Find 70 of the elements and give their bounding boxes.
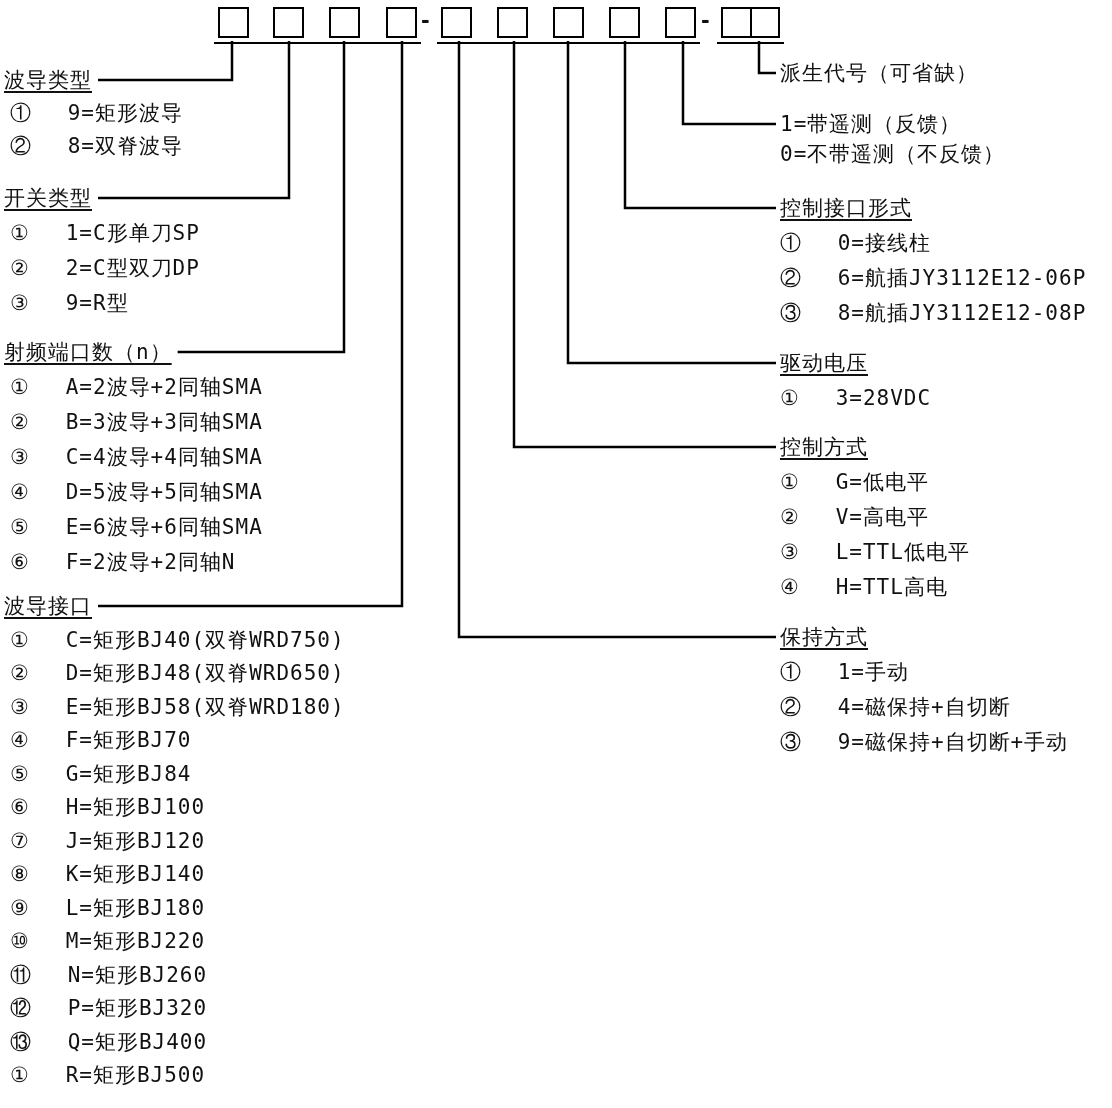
option-text: ① R=矩形BJ500 bbox=[10, 1062, 206, 1089]
option-text: ⑤ E=6波导+6同轴SMA bbox=[10, 514, 263, 541]
option-text: ⑨ L=矩形BJ180 bbox=[10, 894, 206, 922]
category-heading: 波导接口 bbox=[4, 591, 92, 621]
category-heading: 驱动电压 bbox=[780, 348, 868, 378]
code-box bbox=[218, 7, 249, 38]
option-text: ① A=2波导+2同轴SMA bbox=[10, 374, 263, 401]
option-text: ① 1=C形单刀SP bbox=[10, 220, 200, 247]
option-text: ⑩ M=矩形BJ220 bbox=[10, 928, 206, 955]
leader-line bbox=[98, 41, 291, 200]
option-text: ③ E=矩形BJ58(双脊WRD180) bbox=[10, 693, 345, 721]
option-text: ③ C=4波导+4同轴SMA bbox=[10, 444, 263, 471]
code-box bbox=[665, 7, 696, 38]
category-heading: 控制方式 bbox=[780, 432, 868, 462]
category-heading: 控制接口形式 bbox=[780, 193, 912, 223]
option-text: ④ F=矩形BJ70 bbox=[10, 727, 192, 754]
option-text: ① 9=矩形波导 bbox=[10, 100, 183, 127]
option-text: ⑬ Q=矩形BJ400 bbox=[10, 1028, 208, 1056]
leader-line bbox=[512, 41, 776, 449]
leader-line bbox=[457, 41, 776, 639]
code-box bbox=[273, 7, 304, 38]
leader-line bbox=[98, 41, 234, 82]
separator-dash: - bbox=[419, 8, 433, 35]
category-heading: 开关类型 bbox=[4, 183, 92, 213]
code-box bbox=[329, 7, 360, 38]
option-text: ② B=3波导+3同轴SMA bbox=[10, 409, 263, 436]
code-box bbox=[441, 7, 472, 38]
code-box bbox=[609, 7, 640, 38]
option-text: ① 1=手动 bbox=[780, 659, 909, 686]
code-box bbox=[386, 7, 417, 38]
option-text: ② 8=双脊波导 bbox=[10, 133, 183, 160]
category-heading: 保持方式 bbox=[780, 622, 868, 652]
code-box bbox=[553, 7, 584, 38]
option-text: ⑫ P=矩形BJ320 bbox=[10, 995, 208, 1022]
option-text: ① C=矩形BJ40(双脊WRD750) bbox=[10, 626, 345, 654]
option-text: ① G=低电平 bbox=[780, 469, 929, 496]
leader-line bbox=[566, 41, 776, 365]
option-text: ⑥ H=矩形BJ100 bbox=[10, 794, 206, 821]
option-text: ⑧ K=矩形BJ140 bbox=[10, 861, 206, 888]
option-text: ② 2=C型双刀DP bbox=[10, 255, 200, 282]
option-text: ⑪ N=矩形BJ260 bbox=[10, 961, 208, 989]
option-text: 1=带遥测（反馈） bbox=[780, 111, 963, 138]
option-text: ① 3=28VDC bbox=[780, 385, 932, 412]
option-text: ⑤ G=矩形BJ84 bbox=[10, 760, 192, 788]
leader-line bbox=[177, 41, 346, 354]
option-text: ⑦ J=矩形BJ120 bbox=[10, 827, 206, 855]
option-text: 0=不带遥测（不反馈） bbox=[780, 141, 1006, 168]
option-text: ② V=高电平 bbox=[780, 504, 929, 531]
option-text: ③ 9=磁保持+自切断+手动 bbox=[780, 729, 1069, 756]
option-text: ⑥ F=2波导+2同轴N bbox=[10, 549, 236, 576]
code-box bbox=[721, 7, 752, 38]
option-text: ③ 9=R型 bbox=[10, 290, 129, 317]
option-text: ② 6=航插JY3112E12-06P bbox=[780, 265, 1087, 292]
option-text: ② 4=磁保持+自切断 bbox=[780, 694, 1011, 721]
separator-dash: - bbox=[699, 8, 713, 35]
option-text: ④ H=TTL高电 bbox=[780, 574, 948, 601]
leader-line bbox=[681, 41, 776, 126]
option-text: ③ L=TTL低电平 bbox=[780, 539, 970, 566]
option-text: ① 0=接线柱 bbox=[780, 230, 931, 257]
option-text: 派生代号（可省缺） bbox=[780, 58, 978, 88]
leader-line bbox=[623, 41, 776, 210]
leader-line bbox=[757, 41, 776, 75]
category-heading: 射频端口数（n） bbox=[4, 337, 172, 367]
option-text: ④ D=5波导+5同轴SMA bbox=[10, 479, 263, 506]
code-box bbox=[750, 7, 780, 38]
option-text: ③ 8=航插JY3112E12-08P bbox=[780, 300, 1087, 327]
category-heading: 波导类型 bbox=[4, 65, 92, 95]
option-text: ② D=矩形BJ48(双脊WRD650) bbox=[10, 660, 345, 687]
code-box bbox=[497, 7, 528, 38]
leader-line bbox=[98, 41, 404, 608]
